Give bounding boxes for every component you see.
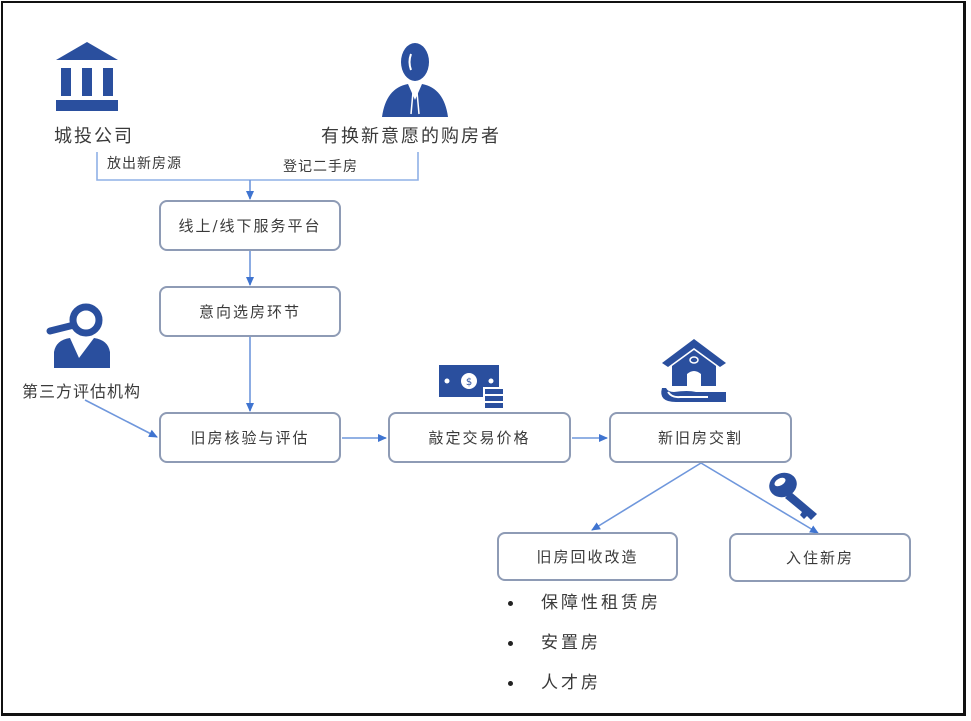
step-handover: 新旧房交割 (609, 412, 792, 463)
arrow-handover-to-movein (700, 462, 819, 534)
arrow-handover-to-recycle (591, 462, 702, 531)
actor-label-chengtou: 城投公司 (54, 126, 134, 147)
svg-text:$: $ (466, 377, 472, 388)
step-platform: 线上/线下服务平台 (159, 200, 341, 251)
step-pricing: 敲定交易价格 (388, 412, 571, 463)
arrow-appraiser-to-inspection (84, 399, 158, 438)
edge-label-register-second-hand: 登记二手房 (283, 159, 358, 175)
recycle-use-label: 安置房 (541, 633, 601, 653)
key-icon (769, 472, 817, 520)
recycle-uses-list: 保障性租赁房 安置房 人才房 (505, 590, 661, 710)
connector-chengtou (96, 152, 250, 181)
step-selection: 意向选房环节 (159, 286, 341, 337)
step-inspection: 旧房核验与评估 (159, 412, 341, 463)
house-in-hand-icon (661, 339, 726, 402)
step-move-in: 入住新房 (729, 533, 911, 582)
list-item: 保障性租赁房 (505, 590, 661, 630)
connector-buyer (250, 152, 419, 181)
bullet-icon (508, 681, 513, 686)
recycle-use-label: 保障性租赁房 (541, 593, 661, 613)
step-recycle: 旧房回收改造 (497, 532, 678, 581)
money-cash-icon: $ (439, 365, 503, 409)
bullet-icon (508, 641, 513, 646)
list-item: 安置房 (505, 630, 661, 670)
actor-label-appraiser: 第三方评估机构 (22, 382, 142, 401)
businessman-icon (382, 43, 448, 117)
edge-label-release-new-listings: 放出新房源 (107, 156, 182, 172)
person-search-icon (46, 303, 110, 368)
list-item: 人才房 (505, 670, 661, 710)
recycle-use-label: 人才房 (541, 673, 601, 693)
bullet-icon (508, 601, 513, 606)
bank-icon (56, 42, 118, 111)
actor-label-buyer: 有换新意愿的购房者 (321, 126, 501, 147)
